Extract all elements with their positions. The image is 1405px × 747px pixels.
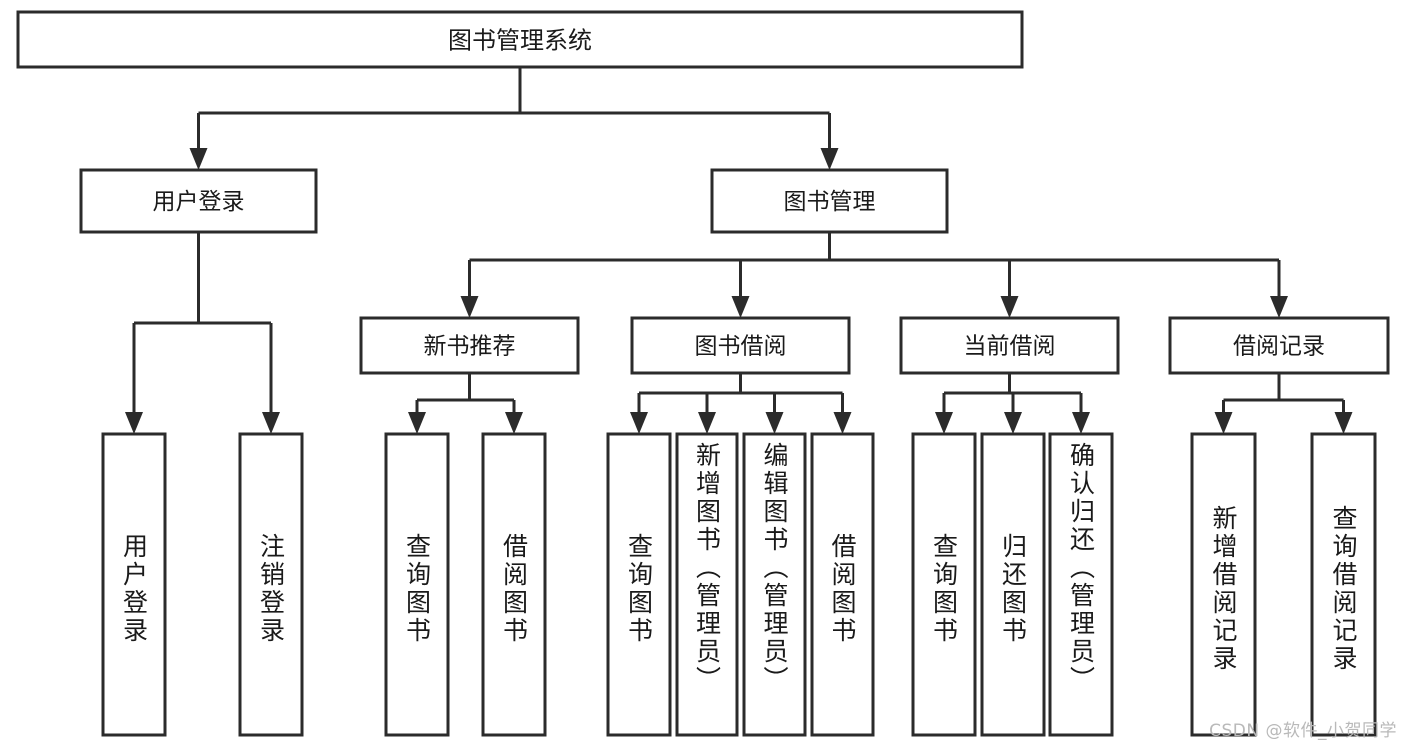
arrowhead-book-borrow [731, 296, 750, 318]
node-leaf-user-login[interactable] [101, 432, 167, 737]
arrowhead-current-borrow [1000, 296, 1019, 318]
node-leaf-borrow-book-2[interactable] [810, 432, 875, 737]
node-new-book-rec[interactable]: 新书推荐 [359, 316, 580, 375]
node-book-manage[interactable]: 图书管理 [710, 168, 949, 234]
node-leaf-query-book-3[interactable] [911, 432, 977, 737]
node-label-root: 图书管理系统 [448, 27, 592, 55]
node-box-leaf-query-book-1[interactable] [384, 432, 450, 737]
node-box-borrow-record[interactable] [1168, 316, 1390, 375]
node-box-book-borrow[interactable] [630, 316, 851, 375]
node-current-borrow[interactable]: 当前借阅 [899, 316, 1120, 375]
node-leaf-edit-book[interactable] [742, 432, 807, 737]
node-box-leaf-query-book-2[interactable] [606, 432, 672, 737]
arrowhead-new-book-rec [460, 296, 479, 318]
node-label-new-book-rec: 新书推荐 [424, 334, 516, 360]
node-box-current-borrow[interactable] [899, 316, 1120, 375]
node-label-borrow-record: 借阅记录 [1233, 334, 1325, 360]
node-box-user-login[interactable] [79, 168, 318, 234]
node-box-leaf-borrow-book-2[interactable] [810, 432, 875, 737]
node-box-leaf-borrow-book-1[interactable] [481, 432, 547, 737]
node-leaf-query-book-2[interactable] [606, 432, 672, 737]
arrowhead-leaf-user-login [125, 412, 143, 434]
node-box-leaf-query-book-3[interactable] [911, 432, 977, 737]
node-box-leaf-return-book[interactable] [980, 432, 1046, 737]
node-box-book-manage[interactable] [710, 168, 949, 234]
node-leaf-add-book[interactable] [675, 432, 739, 737]
node-label-user-login: 用户登录 [153, 189, 245, 215]
node-leaf-query-book-1[interactable] [384, 432, 450, 737]
node-user-login[interactable]: 用户登录 [79, 168, 318, 234]
node-leaf-logout[interactable] [238, 432, 304, 737]
arrowhead-leaf-query-book-1 [408, 412, 426, 434]
node-box-leaf-add-book[interactable] [675, 432, 739, 737]
node-label-book-manage: 图书管理 [784, 189, 876, 215]
node-box-leaf-confirm-return[interactable] [1048, 432, 1114, 737]
node-leaf-borrow-book-1[interactable] [481, 432, 547, 737]
connector-layer [125, 67, 1353, 434]
watermark: CSDN @软件_小贺同学 [1209, 721, 1397, 741]
node-box-leaf-query-record[interactable] [1310, 432, 1377, 737]
node-box-leaf-add-record[interactable] [1190, 432, 1257, 737]
arrowhead-leaf-add-record [1214, 412, 1233, 434]
arrowhead-leaf-logout [262, 412, 280, 434]
node-box-leaf-logout[interactable] [238, 432, 304, 737]
arrowhead-user-login [189, 148, 208, 170]
node-root[interactable]: 图书管理系统 [16, 10, 1024, 69]
node-borrow-record[interactable]: 借阅记录 [1168, 316, 1390, 375]
arrowhead-leaf-edit-book [765, 412, 784, 434]
arrowhead-leaf-confirm-return [1072, 412, 1090, 434]
arrowhead-leaf-query-book-3 [935, 412, 953, 434]
arrowhead-leaf-add-book [698, 412, 716, 434]
node-leaf-return-book[interactable] [980, 432, 1046, 737]
node-box-leaf-user-login[interactable] [101, 432, 167, 737]
arrowhead-book-manage [820, 148, 839, 170]
node-leaf-query-record[interactable] [1310, 432, 1377, 737]
node-leaf-add-record[interactable] [1190, 432, 1257, 737]
node-label-current-borrow: 当前借阅 [964, 334, 1056, 360]
node-book-borrow[interactable]: 图书借阅 [630, 316, 851, 375]
node-box-new-book-rec[interactable] [359, 316, 580, 375]
node-box-root[interactable] [16, 10, 1024, 69]
arrowhead-leaf-query-book-2 [630, 412, 648, 434]
node-leaf-confirm-return[interactable] [1048, 432, 1114, 737]
arrowhead-borrow-record [1270, 296, 1288, 318]
arrowhead-leaf-borrow-book-2 [833, 412, 852, 434]
node-label-book-borrow: 图书借阅 [695, 334, 787, 360]
arrowhead-leaf-borrow-book-1 [505, 412, 523, 434]
arrowhead-leaf-return-book [1004, 412, 1022, 434]
arrowhead-leaf-query-record [1334, 412, 1353, 434]
node-box-leaf-edit-book[interactable] [742, 432, 807, 737]
